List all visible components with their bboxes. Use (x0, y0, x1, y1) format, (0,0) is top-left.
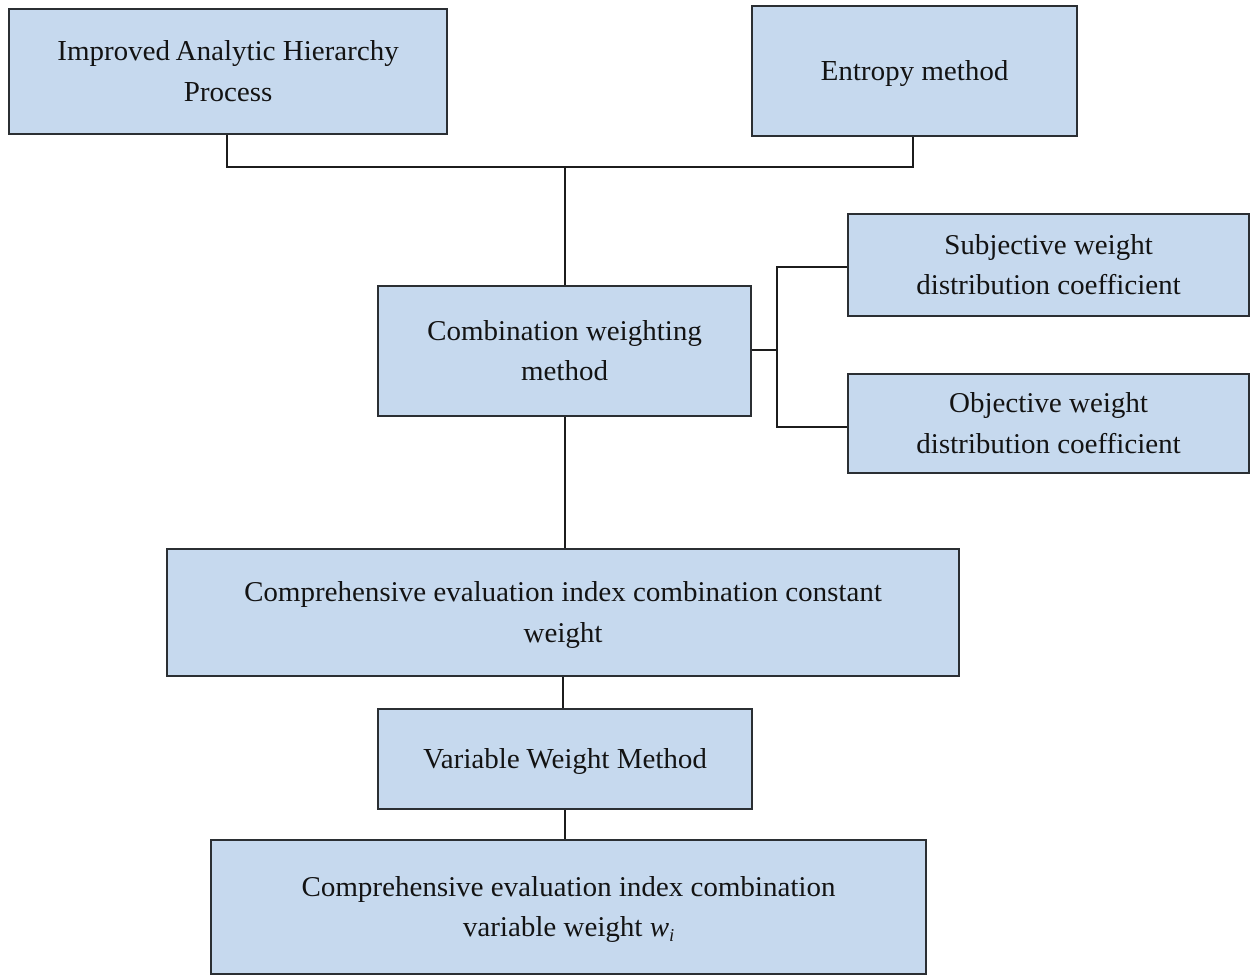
node-subjective-weight-coefficient-label: Subjective weight distribution coefficie… (916, 228, 1181, 301)
connector-bracket-to-objective (776, 426, 847, 428)
node-entropy-method: Entropy method (751, 5, 1078, 137)
node-constant-weight: Comprehensive evaluation index combinati… (166, 548, 960, 677)
final-label-line1: Comprehensive evaluation index combinati… (301, 870, 836, 903)
final-label-line2-prefix: variable weight (462, 911, 650, 943)
node-variable-weight-method: Variable Weight Method (377, 708, 753, 810)
node-improved-ahp-label: Improved Analytic Hierarchy Process (57, 35, 399, 108)
connector-top-join-horizontal (226, 166, 914, 168)
connector-bracket-to-subjective (776, 266, 847, 268)
node-variable-weight-result-label: Comprehensive evaluation index combinati… (296, 867, 842, 947)
connector-bracket-vertical (776, 266, 778, 428)
connector-combination-to-constant (564, 417, 566, 548)
node-objective-weight-coefficient-label: Objective weight distribution coefficien… (916, 387, 1181, 460)
connector-constant-to-variable-method (562, 677, 564, 708)
connector-entropy-drop (912, 137, 914, 168)
node-combination-weighting-method: Combination weighting method (377, 285, 752, 417)
connector-variable-method-to-result (564, 810, 566, 839)
connector-to-combination (564, 166, 566, 285)
node-subjective-weight-coefficient: Subjective weight distribution coefficie… (847, 213, 1250, 317)
node-objective-weight-coefficient: Objective weight distribution coefficien… (847, 373, 1250, 474)
node-variable-weight-method-label: Variable Weight Method (423, 742, 707, 775)
node-variable-weight-result: Comprehensive evaluation index combinati… (210, 839, 927, 975)
node-constant-weight-label: Comprehensive evaluation index combinati… (244, 576, 882, 649)
node-entropy-method-label: Entropy method (820, 54, 1009, 87)
node-combination-weighting-method-label: Combination weighting method (427, 314, 702, 387)
connector-bracket-stem (752, 349, 778, 351)
math-i-subscript: i (669, 925, 675, 946)
node-improved-ahp: Improved Analytic Hierarchy Process (8, 8, 448, 135)
math-w-symbol: w (649, 911, 670, 943)
connector-iahp-drop (226, 135, 228, 168)
